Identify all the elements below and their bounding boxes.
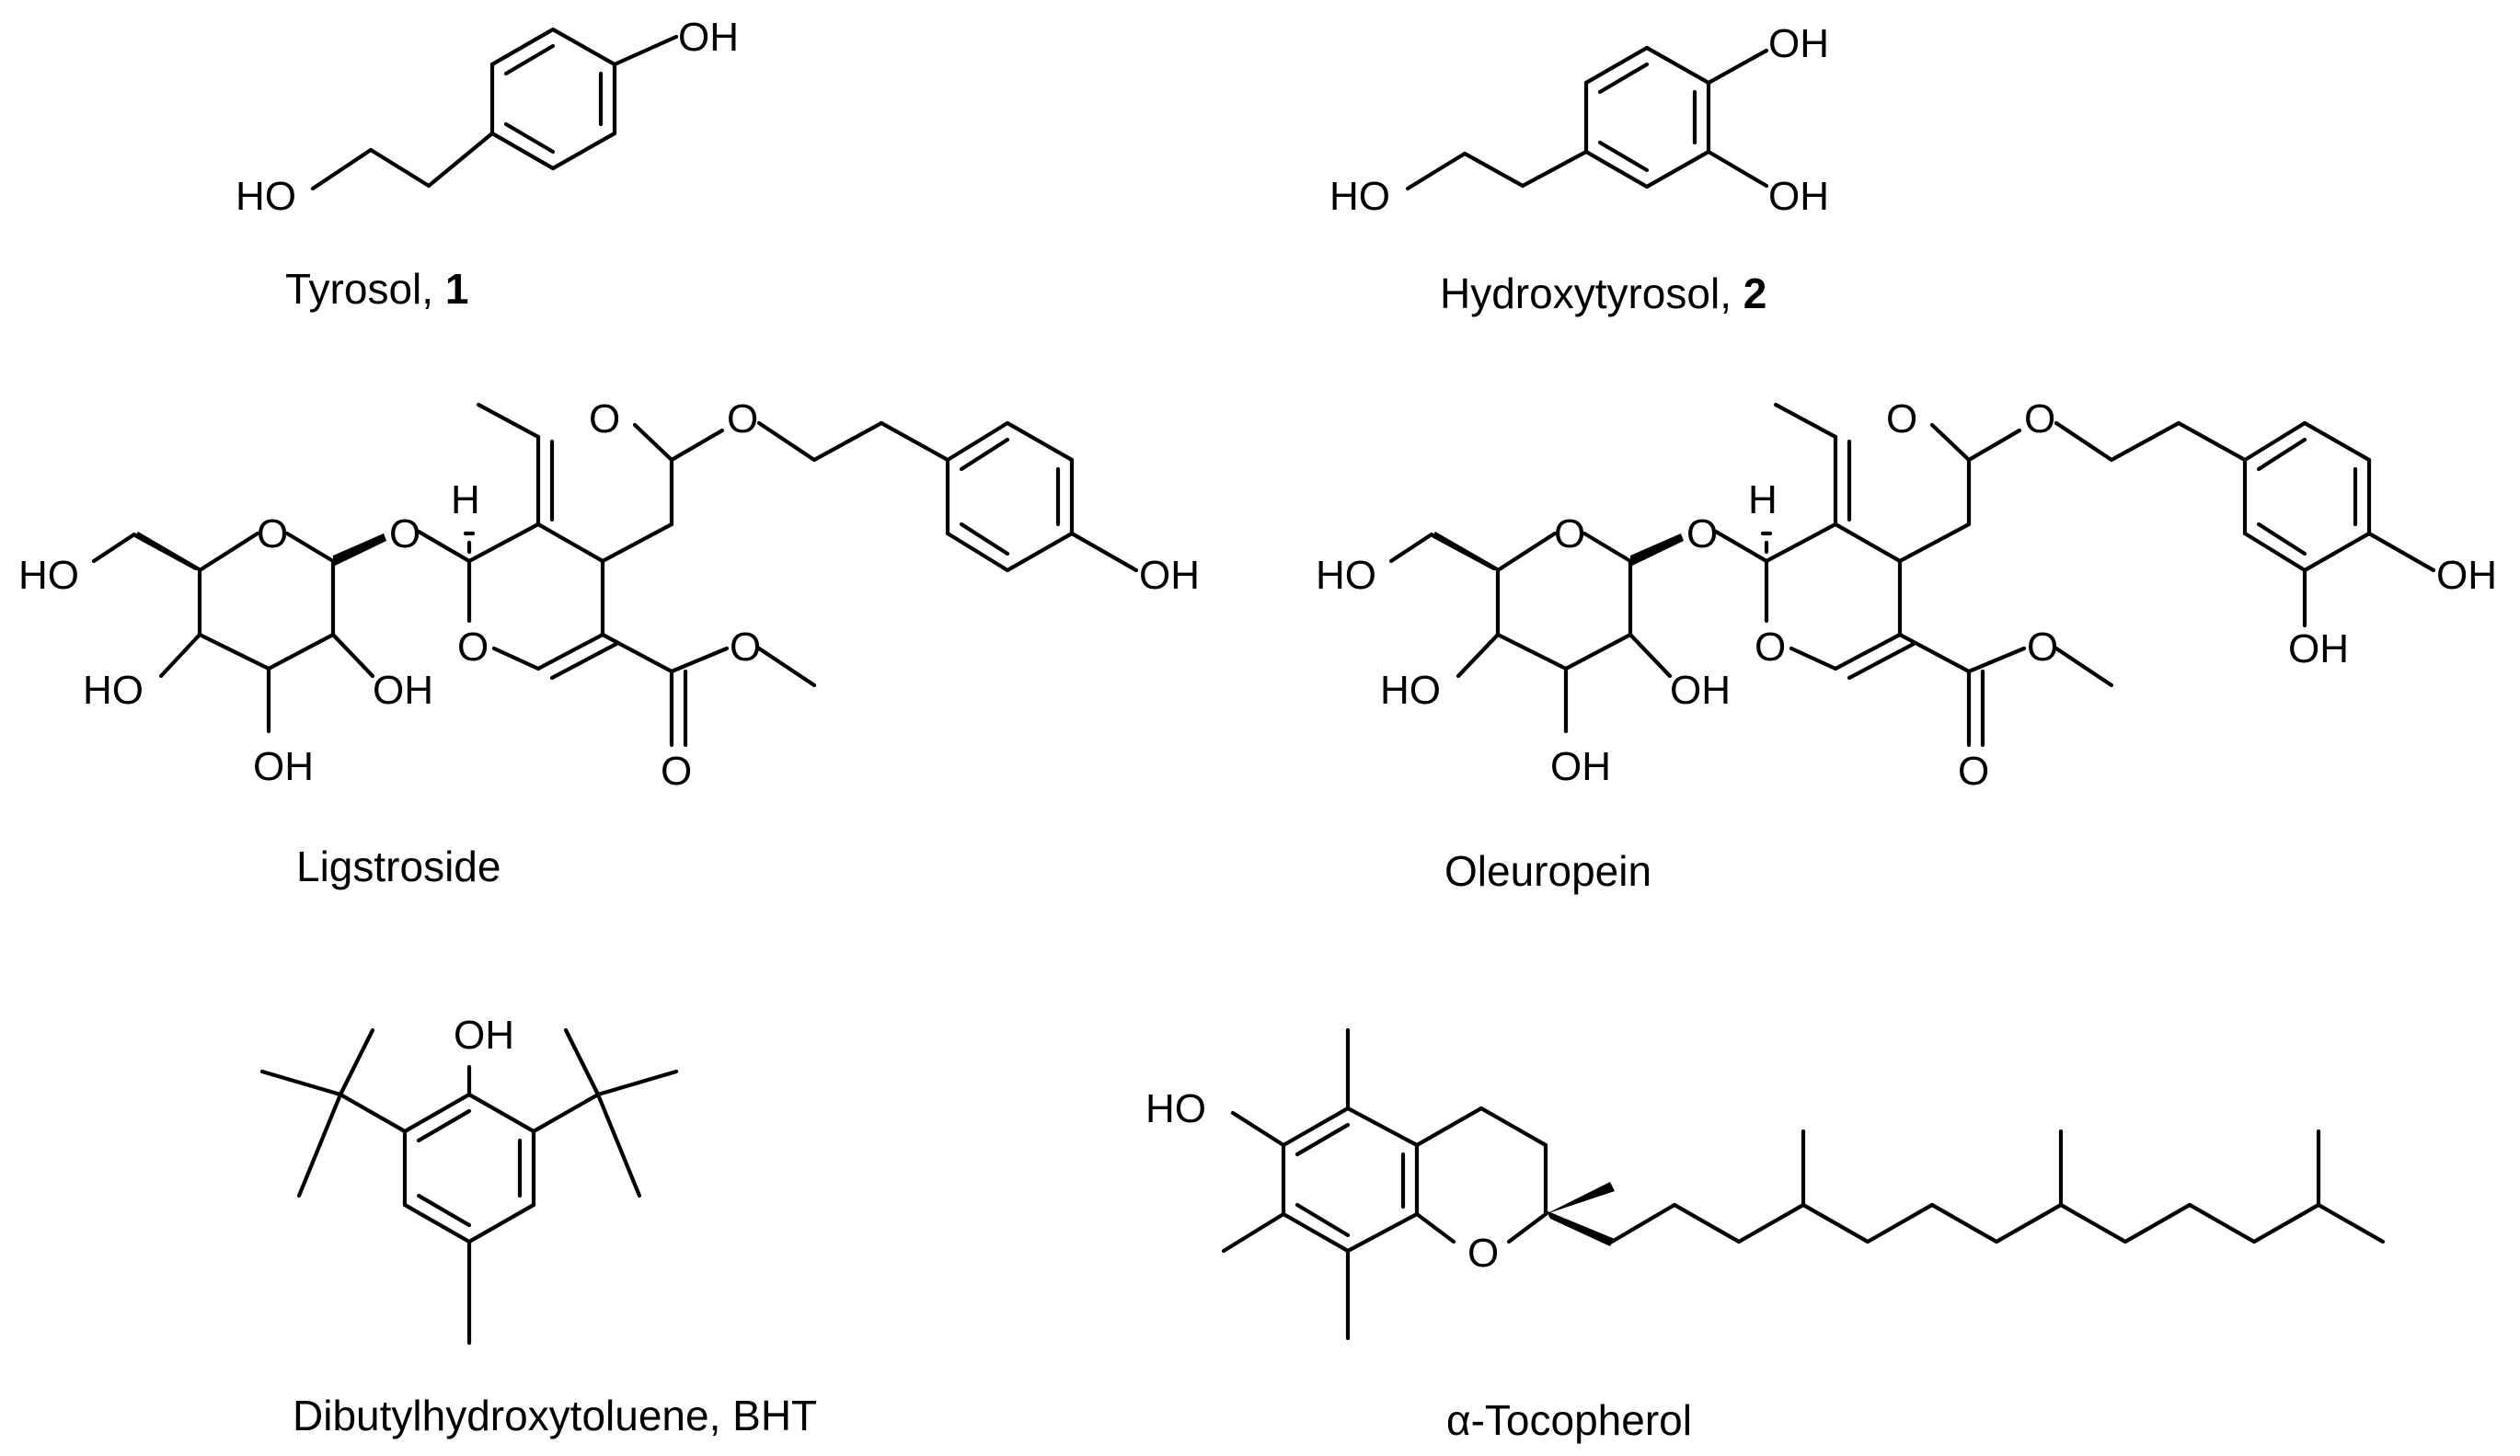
oleuropein-ho-ch2-label: HO bbox=[1316, 553, 1376, 598]
hydroxytyrosol-oh-bottom-label: OH bbox=[1768, 174, 1829, 219]
oleuropein-oh-c3-label: OH bbox=[1550, 744, 1611, 789]
tocopherol-caption: α-Tocopherol bbox=[1446, 1396, 1692, 1444]
ligstroside-oh-c2-label: OH bbox=[373, 668, 433, 713]
ligstroside-oh-c3-label: OH bbox=[253, 744, 314, 789]
ligstroside-carbonyl-o-label: O bbox=[661, 749, 692, 794]
hydroxytyrosol-structure: OH OH HO bbox=[1329, 21, 1829, 219]
ligstroside-ester-o-label: O bbox=[727, 396, 758, 441]
oleuropein-structure: HO O HO OH OH O H O O O bbox=[1316, 396, 2497, 794]
ligstroside-glycosidic-o-label: O bbox=[389, 511, 420, 556]
oleuropein-oh-c2-label: OH bbox=[1670, 668, 1731, 713]
tocopherol-structure: HO O bbox=[1145, 1027, 2386, 1341]
hydroxytyrosol-oh-top-label: OH bbox=[1768, 21, 1829, 66]
hydroxytyrosol-caption: Hydroxytyrosol, 2 bbox=[1440, 269, 1766, 317]
ligstroside-pyran-o-label: O bbox=[457, 625, 489, 670]
oleuropein-methoxy-o-label: O bbox=[2027, 625, 2058, 670]
tyrosol-structure: OH HO bbox=[236, 15, 739, 219]
ligstroside-methoxy-o-label: O bbox=[730, 625, 761, 670]
oleuropein-ho-c4-label: HO bbox=[1380, 668, 1441, 713]
ligstroside-ester-carbonyl-o-label: O bbox=[589, 396, 620, 441]
oleuropein-carbonyl-o-label: O bbox=[1958, 749, 1989, 794]
ligstroside-sugar-ring-o-label: O bbox=[257, 511, 288, 556]
tocopherol-ho-label: HO bbox=[1145, 1086, 1206, 1131]
hydroxytyrosol-ho-label: HO bbox=[1329, 174, 1390, 219]
oleuropein-phenol-meta-oh-label: OH bbox=[2288, 626, 2349, 671]
ligstroside-h-label: H bbox=[451, 477, 480, 522]
oleuropein-pyran-o-label: O bbox=[1755, 625, 1786, 670]
oleuropein-phenol-para-oh-label: OH bbox=[2436, 553, 2497, 598]
tyrosol-caption: Tyrosol, 1 bbox=[285, 265, 468, 313]
bht-caption: Dibutylhydroxytoluene, BHT bbox=[293, 1392, 817, 1439]
oleuropein-caption: Oleuropein bbox=[1444, 847, 1651, 895]
oleuropein-glycosidic-o-label: O bbox=[1686, 511, 1718, 556]
oleuropein-sugar-ring-o-label: O bbox=[1554, 511, 1585, 556]
ligstroside-ho-ch2-label: HO bbox=[18, 553, 79, 598]
ligstroside-caption: Ligstroside bbox=[296, 843, 501, 890]
ligstroside-phenol-oh-label: OH bbox=[1139, 553, 1200, 598]
oleuropein-ester-o-label: O bbox=[2024, 396, 2055, 441]
ligstroside-ho-c4-label: HO bbox=[83, 668, 144, 713]
oleuropein-ester-carbonyl-o-label: O bbox=[1886, 396, 1917, 441]
ligstroside-structure: HO O HO OH OH O H O O O bbox=[18, 396, 1200, 794]
bht-structure: OH bbox=[259, 1013, 679, 1346]
bht-oh-label: OH bbox=[454, 1013, 514, 1058]
tyrosol-oh-label: OH bbox=[678, 15, 739, 60]
tyrosol-ho-label: HO bbox=[236, 174, 296, 219]
oleuropein-h-label: H bbox=[1748, 477, 1778, 522]
tocopherol-ring-o-label: O bbox=[1467, 1231, 1499, 1276]
